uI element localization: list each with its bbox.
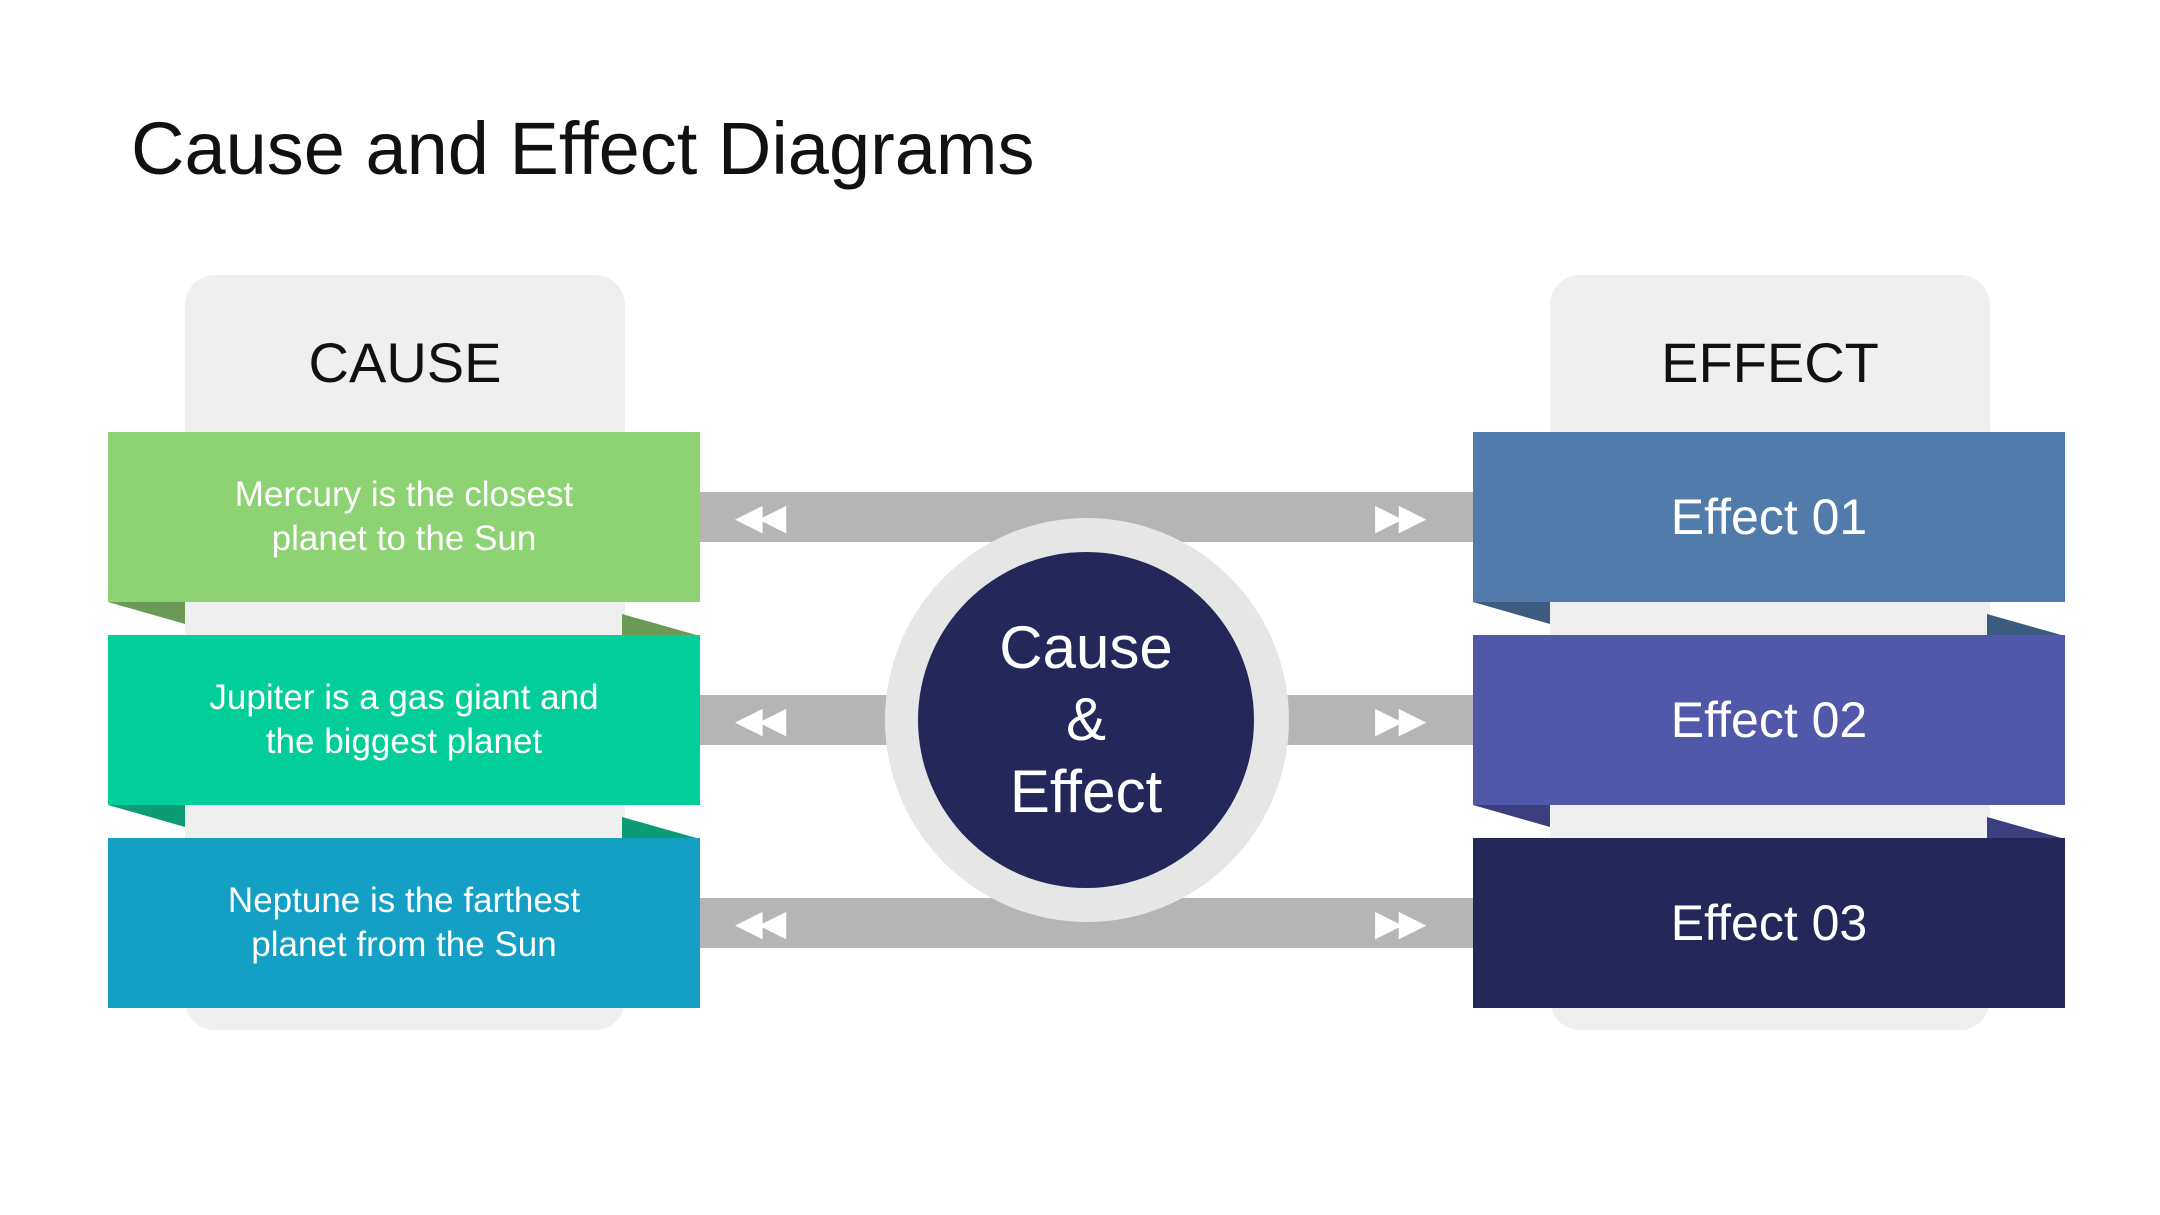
ribbon-fold-shape — [1473, 805, 1550, 827]
effect-heading: EFFECT — [1661, 331, 1879, 394]
effect-band: Effect 02 — [1473, 635, 2065, 805]
hub-line: Cause — [999, 614, 1173, 681]
ribbon-fold-shape — [1987, 614, 2065, 636]
cause-band: Neptune is the farthest planet from the … — [108, 838, 700, 1008]
ribbon-fold — [1473, 602, 1550, 624]
cause-effect-hub: Cause & Effect — [918, 552, 1254, 888]
ribbon-fold-shape — [622, 614, 700, 636]
cause-text-line: Neptune is the farthest — [227, 881, 581, 920]
effect-band: Effect 01 — [1473, 432, 2065, 602]
cause-text-line: Jupiter is a gas giant and — [209, 678, 599, 717]
ribbon-fold — [622, 817, 700, 839]
cause-text-line: Mercury is the closest — [234, 475, 574, 514]
cause-heading: CAUSE — [308, 331, 502, 394]
cause-band: Jupiter is a gas giant and the biggest p… — [108, 635, 700, 805]
left-arrows-icon: ◀◀ — [735, 699, 786, 740]
cause-text-line: the biggest planet — [265, 722, 543, 761]
ribbon-fold-shape — [108, 602, 185, 624]
ribbon-fold — [108, 805, 185, 827]
left-arrows-icon: ◀◀ — [735, 496, 786, 537]
effect-label: Effect 02 — [1670, 692, 1868, 748]
ribbon-fold — [1987, 614, 2065, 636]
ribbon-fold — [1473, 805, 1550, 827]
effect-label: Effect 03 — [1670, 895, 1868, 951]
effect-label: Effect 01 — [1670, 489, 1868, 545]
ribbon-fold — [1987, 817, 2065, 839]
right-arrows-icon: ▶▶ — [1375, 699, 1426, 740]
hub-line: & — [1065, 686, 1107, 753]
cause-band: Mercury is the closest planet to the Sun — [108, 432, 700, 602]
ribbon-fold-shape — [1987, 817, 2065, 839]
right-arrows-icon: ▶▶ — [1375, 496, 1426, 537]
ribbon-fold-shape — [108, 805, 185, 827]
ribbon-fold-shape — [1473, 602, 1550, 624]
ribbon-fold — [622, 614, 700, 636]
effect-band: Effect 03 — [1473, 838, 2065, 1008]
ribbon-fold-shape — [622, 817, 700, 839]
cause-text-line: planet from the Sun — [251, 925, 557, 964]
slide-title: Cause and Effect Diagrams — [131, 107, 1035, 190]
cause-text-line: planet to the Sun — [271, 519, 537, 558]
ribbon-fold — [108, 602, 185, 624]
right-arrows-icon: ▶▶ — [1375, 902, 1426, 943]
left-arrows-icon: ◀◀ — [735, 902, 786, 943]
hub-line: Effect — [1009, 758, 1163, 825]
